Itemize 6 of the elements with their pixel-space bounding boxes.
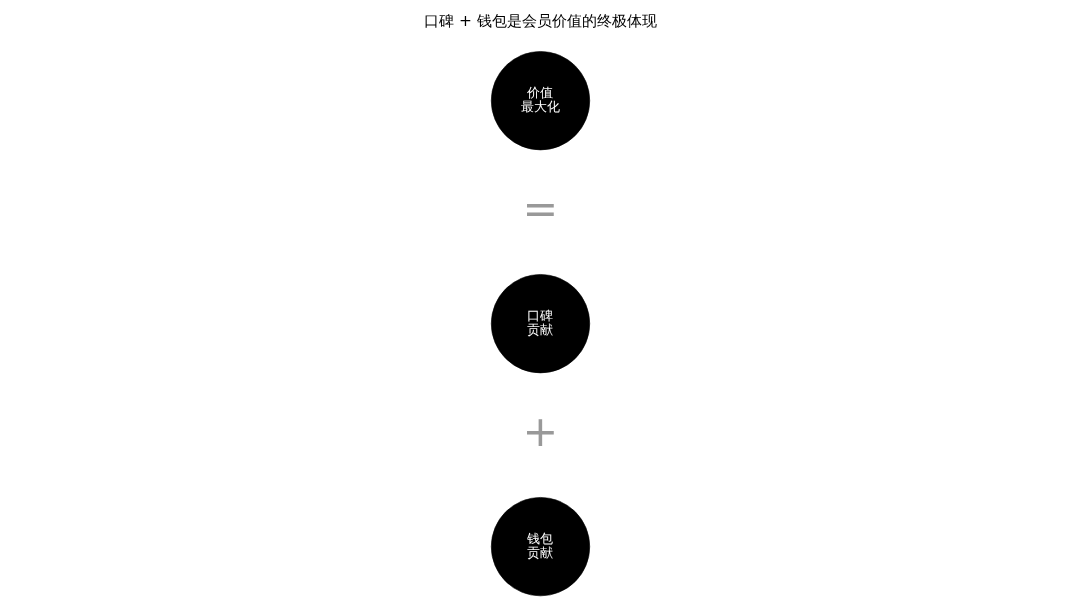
label: =: [522, 182, 558, 233]
node-circle: 价值最大化: [490, 51, 590, 151]
node-circle: 口碑贡献: [490, 274, 590, 374]
node-circle: 钱包贡献: [490, 497, 590, 597]
label: +: [522, 405, 558, 456]
diagram-title: 口碑 + 钱包是会员价值的终极体现: [423, 11, 657, 30]
